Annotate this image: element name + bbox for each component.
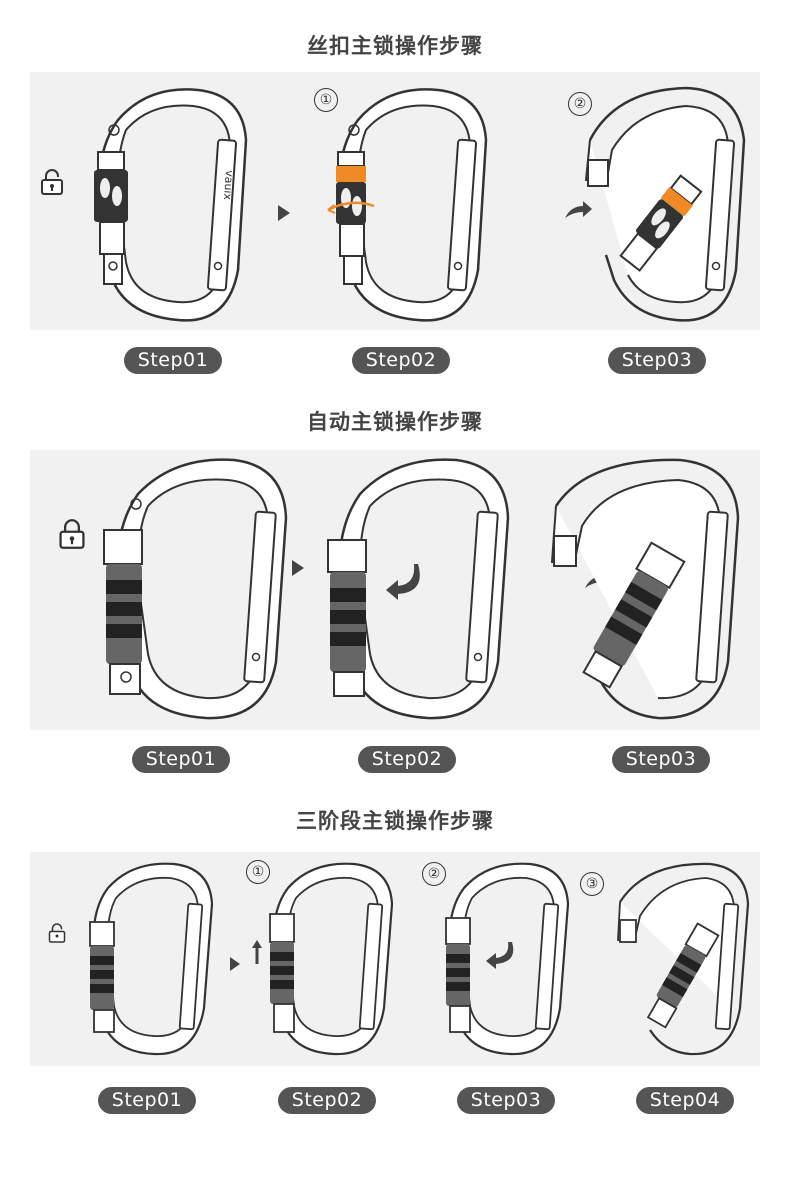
section-title-triple-lock: 三阶段主锁操作步骤 (296, 809, 494, 833)
play-arrow-icon (230, 957, 240, 971)
curved-arrow-icon (565, 201, 592, 218)
section-title-screw-lock: 丝扣主锁操作步骤 (307, 34, 483, 58)
step-pill-1-2: Step02 (352, 347, 450, 374)
step-pill-1-3: Step03 (608, 347, 706, 374)
carabiner-screw-step02 (327, 88, 488, 322)
section-title-auto-lock: 自动主锁操作步骤 (307, 410, 483, 434)
carabiner-triple-step04-open (617, 862, 750, 1056)
padlock-icon (41, 169, 63, 195)
step-pill-3-4: Step04 (636, 1087, 734, 1114)
play-arrow-icon (278, 205, 290, 221)
carabiner-triple-step03 (445, 862, 570, 1056)
step-pill-2-1: Step01 (132, 746, 230, 773)
step-marker-2: ② (568, 92, 592, 116)
step-pill-1-1: Step01 (124, 347, 222, 374)
carabiner-auto-step03-open (550, 458, 740, 720)
carabiner-screw-step03-open (584, 86, 746, 322)
padlock-icon (48, 923, 66, 943)
carabiner-auto-step02 (327, 458, 510, 720)
brand-label: vauix (221, 170, 236, 201)
step-marker-1: ① (314, 88, 338, 112)
curved-arrow-icon (486, 942, 514, 969)
carabiner-auto-step01 (103, 458, 288, 720)
step-pill-2-2: Step02 (358, 746, 456, 773)
up-arrow-icon (252, 940, 262, 964)
carabiner-triple-step02 (269, 862, 394, 1056)
step-pill-3-2: Step02 (278, 1087, 376, 1114)
carabiner-triple-step01 (89, 862, 214, 1056)
padlock-icon (59, 519, 85, 549)
curved-arrow-icon (386, 564, 420, 600)
step-marker-3-2: ② (422, 862, 446, 886)
step-marker-3-1: ① (246, 860, 270, 884)
play-arrow-icon (292, 560, 304, 576)
step-marker-3-3: ③ (580, 872, 604, 896)
step-pill-2-3: Step03 (612, 746, 710, 773)
step-pill-3-1: Step01 (98, 1087, 196, 1114)
step-pill-3-3: Step03 (457, 1087, 555, 1114)
carabiner-screw-step01: vauix (94, 88, 248, 322)
